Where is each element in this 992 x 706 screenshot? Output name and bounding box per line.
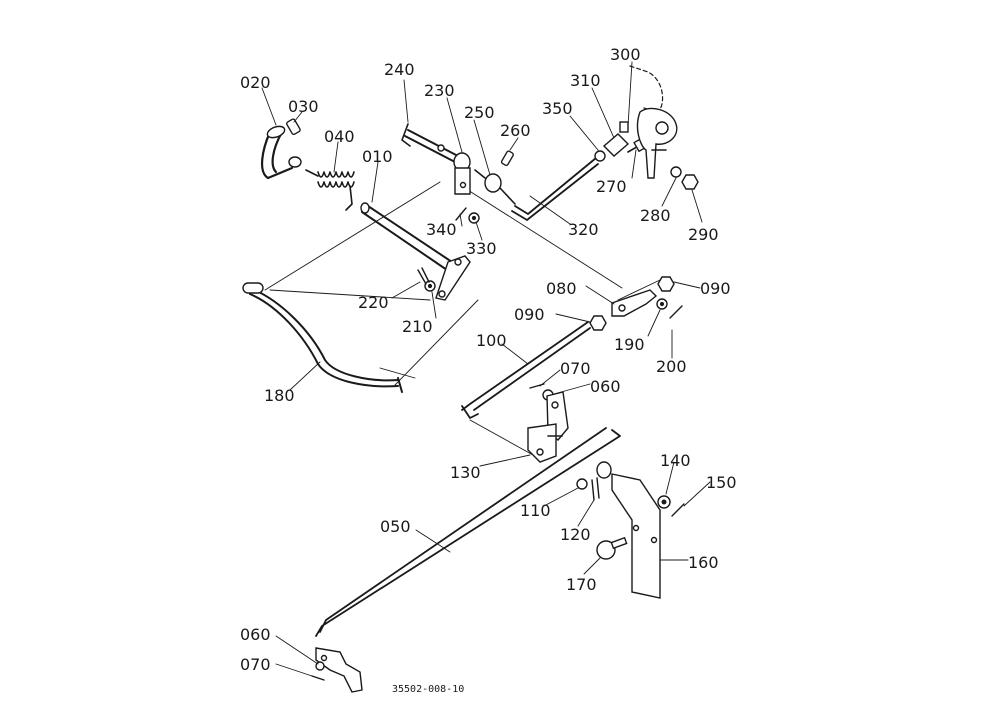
part-040-spring (305, 169, 355, 211)
label-350: 350 (542, 99, 573, 118)
part-090-nut-lower (589, 315, 607, 331)
label-150: 150 (706, 473, 737, 492)
label-070-lower: 070 (240, 655, 271, 674)
label-300: 300 (610, 45, 641, 64)
part-200-pin (669, 305, 683, 319)
part-290-nut (681, 174, 699, 190)
part-350-nut (594, 150, 606, 162)
part-080-bracket (611, 289, 658, 317)
part-010-shaft (360, 202, 471, 301)
label-130: 130 (450, 463, 481, 482)
part-170-knob (596, 536, 628, 560)
label-210: 210 (402, 317, 433, 336)
label-090-upper: 090 (700, 279, 731, 298)
part-100-rod (461, 321, 591, 419)
part-160-plate (596, 461, 661, 599)
part-210-washer (424, 280, 436, 292)
label-200: 200 (656, 357, 687, 376)
leader-lines (261, 61, 711, 677)
part-labels: 020 030 040 010 240 230 250 260 350 310 … (240, 45, 737, 695)
label-030: 030 (288, 97, 319, 116)
part-330-washer (468, 212, 480, 224)
label-170: 170 (566, 575, 597, 594)
label-080: 080 (546, 279, 577, 298)
part-340-pin (455, 207, 467, 221)
label-120: 120 (560, 525, 591, 544)
part-020-pedal-arm (261, 125, 302, 180)
label-220: 220 (358, 293, 389, 312)
label-010: 010 (362, 147, 393, 166)
part-300-lever (629, 65, 678, 179)
label-060-lower: 060 (240, 625, 271, 644)
label-280: 280 (640, 206, 671, 225)
part-240-shaft (401, 123, 459, 163)
part-140-washer (657, 495, 671, 509)
part-090-nut-upper (657, 276, 675, 292)
part-130-bellcrank (527, 391, 569, 463)
label-340: 340 (426, 220, 457, 239)
label-160: 160 (688, 553, 719, 572)
label-290: 290 (688, 225, 719, 244)
label-040: 040 (324, 127, 355, 146)
label-260: 260 (500, 121, 531, 140)
part-190-washer (656, 298, 668, 310)
label-320: 320 (568, 220, 599, 239)
part-250-joint (474, 169, 516, 205)
label-230: 230 (424, 81, 455, 100)
label-330: 330 (466, 239, 497, 258)
part-230-lever (453, 152, 471, 195)
part-320-rod (511, 157, 599, 221)
drawing-reference-code: 35502-008-10 (392, 684, 464, 695)
reference-lines (264, 181, 661, 456)
label-090-lower: 090 (514, 305, 545, 324)
part-030-pin (286, 118, 301, 136)
part-310-joint (602, 121, 630, 157)
part-110-washer (576, 478, 588, 490)
part-220-pin (417, 267, 430, 285)
label-310: 310 (570, 71, 601, 90)
part-lower-bracket (315, 647, 363, 693)
label-240: 240 (384, 60, 415, 79)
drawing (242, 61, 711, 693)
label-060-mid: 060 (590, 377, 621, 396)
part-120-pin (591, 477, 600, 501)
label-100: 100 (476, 331, 507, 350)
part-150-pin (671, 503, 685, 517)
label-020: 020 (240, 73, 271, 92)
label-070-mid: 070 (560, 359, 591, 378)
part-050-rod (315, 427, 621, 637)
label-190: 190 (614, 335, 645, 354)
label-180: 180 (264, 386, 295, 405)
part-070-pin-lower (311, 675, 325, 681)
label-250: 250 (464, 103, 495, 122)
part-280-washer (670, 166, 682, 178)
label-270: 270 (596, 177, 627, 196)
label-110: 110 (520, 501, 551, 520)
label-140: 140 (660, 451, 691, 470)
label-050: 050 (380, 517, 411, 536)
part-260-pin (500, 150, 514, 167)
